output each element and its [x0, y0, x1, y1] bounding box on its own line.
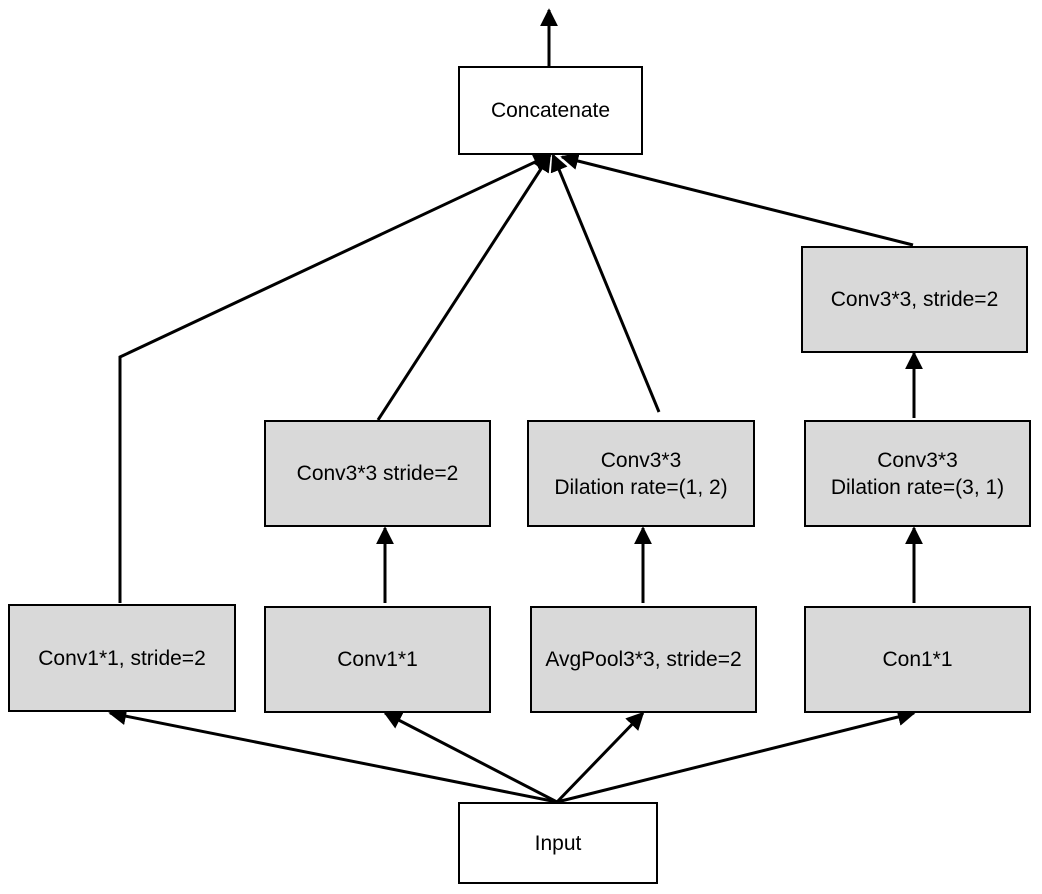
input-label: Input	[534, 831, 582, 855]
edge-dilated-1-2-to-concatenate	[550, 153, 661, 413]
branch3-avgpool-label: AvgPool3*3, stride=2	[545, 648, 742, 671]
branch4-dilated-conv-label-line1: Conv3*3	[877, 448, 958, 472]
branch4-conv3x3-stride2-node: Conv3*3, stride=2	[801, 246, 1028, 353]
concatenate-node: Concatenate	[458, 66, 643, 155]
branch3-dilated-conv-label-line2: Dilation rate=(1, 2)	[554, 475, 728, 499]
branch4-dilated-conv-label-line2: Dilation rate=(3, 1)	[830, 475, 1005, 499]
branch3-dilated-conv-label-line1: Conv3*3	[600, 448, 682, 472]
branch1-conv1x1-stride2-node: Conv1*1, stride=2	[8, 604, 236, 712]
edge-input-to-conv1x1	[383, 711, 558, 804]
branch2-conv3x3-stride2-label: Conv3*3 stride=2	[296, 462, 459, 485]
input-node: Input	[458, 802, 658, 884]
branch3-avgpool-node: AvgPool3*3, stride=2	[530, 606, 757, 713]
edge-input-to-conv1x1-stride2	[108, 707, 558, 804]
concatenate-label: Concatenate	[490, 99, 611, 122]
branch2-conv1x1-label: Conv1*1	[337, 648, 418, 671]
edge-branch4-conv3x3-stride2-to-concatenate	[560, 152, 914, 247]
branch4-con1x1-node: Con1*1	[804, 606, 1031, 713]
branch4-dilated-conv-node: Conv3*3 Dilation rate=(3, 1)	[804, 420, 1031, 527]
edge-input-to-con1x1	[556, 708, 916, 804]
edge-conv3x3-stride2-to-concatenate	[376, 153, 552, 421]
edge-conv1x1-stride2-to-concatenate	[118, 153, 552, 603]
branch1-conv1x1-stride2-label: Conv1*1, stride=2	[38, 646, 206, 670]
branch4-con1x1-label: Con1*1	[882, 648, 953, 671]
branch2-conv3x3-stride2-node: Conv3*3 stride=2	[264, 420, 491, 527]
branch2-conv1x1-node: Conv1*1	[264, 606, 491, 713]
branch4-conv3x3-stride2-label: Conv3*3, stride=2	[830, 288, 999, 311]
edge-input-to-avgpool	[555, 711, 645, 804]
branch3-dilated-conv-node: Conv3*3 Dilation rate=(1, 2)	[527, 420, 755, 527]
